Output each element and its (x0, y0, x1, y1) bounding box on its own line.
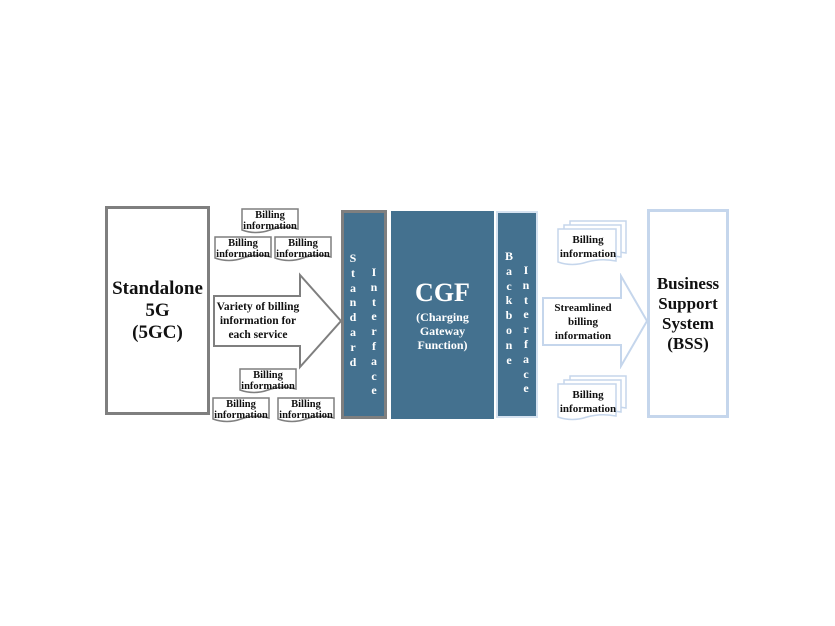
bss-box: Business Support System (BSS) (647, 209, 729, 418)
doc-line2: information (243, 221, 297, 232)
vertical-letter: n (370, 279, 378, 294)
arrow-label-line: each service (228, 329, 288, 341)
doc-line2: information (214, 410, 268, 421)
standalone-5g-line2: 5G (145, 299, 170, 321)
vertical-letter: a (350, 280, 356, 295)
vertical-letter: n (522, 277, 530, 292)
doc-line1: Billing (291, 399, 321, 410)
cgf-subtitle-line: Function) (417, 338, 468, 352)
vertical-letter: d (349, 354, 357, 369)
vertical-letter: t (351, 265, 355, 280)
vertical-letter: c (371, 368, 377, 383)
streamlined-billing-arrow-shape (542, 273, 649, 369)
doc-line1: Billing (253, 370, 283, 381)
arrow-label-line: Variety of billing (216, 301, 300, 313)
vertical-letter: r (350, 339, 356, 354)
bss-line: Business (656, 273, 720, 293)
doc-line2: information (559, 403, 617, 415)
cgf-subtitle-line: Gateway (419, 324, 466, 338)
doc-line1: Billing (226, 399, 256, 410)
vertical-letter: c (506, 278, 512, 293)
streamlined-billing-arrow (542, 273, 649, 369)
arrow-label-line: Streamlined (554, 302, 612, 314)
vertical-letter: a (350, 324, 356, 339)
doc-line2: information (216, 249, 270, 260)
vertical-letter: e (506, 352, 512, 367)
arrow-label-line: information (554, 330, 612, 342)
bss-line: System (662, 313, 714, 333)
vertical-letter: e (523, 307, 529, 322)
doc-line1: Billing (572, 234, 604, 246)
vertical-letter: I (371, 265, 377, 279)
billing-document-stack: Billing information (556, 219, 628, 269)
vertical-letter: k (505, 293, 513, 308)
vertical-letter: a (371, 353, 377, 368)
vertical-letter: a (506, 263, 512, 278)
vertical-letter: b (505, 308, 513, 323)
cgf-title: CGF (415, 278, 470, 307)
vertical-letter: a (523, 351, 529, 366)
doc-line2: information (276, 249, 330, 260)
vertical-letter: S (349, 251, 357, 265)
doc-line2: information (279, 410, 333, 421)
vertical-letter: f (372, 338, 376, 353)
vertical-letter: e (371, 309, 377, 324)
vertical-letter: r (371, 324, 377, 339)
standalone-5g-line1: Standalone (112, 277, 203, 299)
variety-billing-arrow-label: Variety of billing information for each … (214, 300, 302, 342)
cgf-box: CGF (Charging Gateway Function) (391, 211, 494, 419)
vertical-letter: o (506, 322, 512, 337)
standalone-5g-line3: (5GC) (132, 321, 183, 343)
vertical-letter: n (349, 295, 357, 310)
vertical-letter: e (371, 383, 377, 398)
cgf-subtitle-line: (Charging (416, 310, 469, 324)
doc-line2: information (241, 381, 295, 392)
vertical-letter: e (523, 381, 529, 396)
vertical-letter: c (523, 366, 529, 381)
doc-line2: information (559, 248, 617, 260)
billing-document-stack: Billing information (556, 374, 628, 424)
doc-line1: Billing (228, 238, 258, 249)
vertical-letter: n (505, 337, 513, 352)
arrow-label-line: information for (219, 315, 297, 327)
vertical-letter: f (524, 336, 528, 351)
vertical-letter: t (524, 292, 528, 307)
arrow-label-line: billing (568, 316, 598, 328)
bss-line: Support (658, 293, 718, 313)
vertical-letter: t (372, 294, 376, 309)
standalone-5g-box: Standalone 5G (5GC) (105, 206, 210, 415)
doc-line1: Billing (255, 210, 285, 221)
vertical-letter: B (504, 249, 513, 263)
doc-line1: Billing (572, 389, 604, 401)
streamlined-billing-arrow-label: Streamlined billing information (543, 301, 623, 343)
variety-billing-arrow (213, 272, 343, 370)
variety-billing-arrow-shape (213, 272, 343, 370)
vertical-letter: r (523, 322, 529, 337)
doc-line1: Billing (288, 238, 318, 249)
vertical-letter: I (523, 263, 529, 277)
bss-line: (BSS) (667, 333, 709, 353)
vertical-letter: d (349, 310, 357, 325)
